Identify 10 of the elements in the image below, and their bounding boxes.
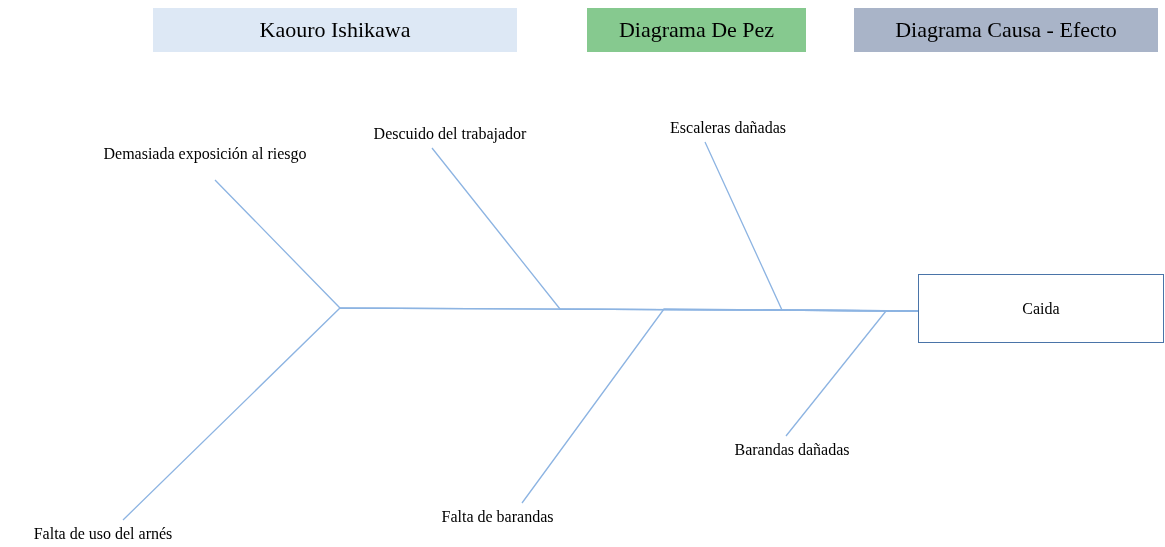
title-banner: Kaouro Ishikawa: [153, 8, 517, 52]
cause-label: Barandas dañadas: [712, 436, 872, 464]
title-banner: Diagrama Causa - Efecto: [854, 8, 1158, 52]
cause-label: Demasiada exposición al riesgo: [100, 128, 310, 180]
cause-label: Falta de barandas: [420, 503, 575, 531]
cause-label: Falta de uso del arnés: [8, 520, 198, 547]
cause-label: Descuido del trabajador: [350, 120, 550, 148]
effect-box: Caida: [918, 274, 1164, 343]
cause-label: Escaleras dañadas: [648, 114, 808, 142]
title-banner: Diagrama De Pez: [587, 8, 806, 52]
